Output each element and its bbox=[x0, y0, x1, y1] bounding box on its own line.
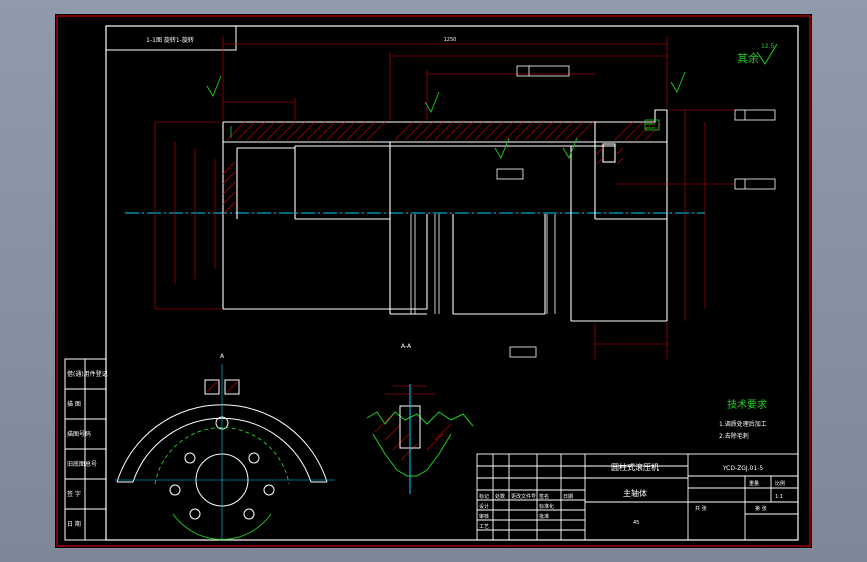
title-cell: 处数 bbox=[495, 493, 505, 500]
remaining-label: 其余 bbox=[737, 51, 759, 65]
title-cell: 标准化 bbox=[539, 503, 554, 510]
title-cell: 设计 bbox=[479, 503, 489, 510]
material: 45 bbox=[633, 520, 639, 526]
tech-req-item: 1.调质处理后加工 bbox=[719, 420, 767, 428]
title-cell: 更改文件号 bbox=[511, 493, 536, 500]
sheet-label-2: 第 张 bbox=[755, 505, 767, 512]
weight-label: 重量 bbox=[749, 480, 759, 487]
side-cell: 日 期 bbox=[67, 520, 81, 528]
title-block bbox=[476, 453, 799, 541]
section-aa: A-A bbox=[366, 343, 474, 494]
overall-dimension: 1250 bbox=[444, 37, 457, 43]
frame-label: 1-1图 旋转1-旋转 bbox=[146, 36, 194, 44]
view-label: A bbox=[220, 353, 225, 360]
side-cell: 描图号码 bbox=[67, 430, 91, 438]
side-cell: 借(通)用件登记 bbox=[67, 370, 108, 378]
title-cell: 标记 bbox=[479, 493, 489, 500]
tech-req-title: 技术要求 bbox=[727, 398, 767, 411]
section-hatch bbox=[222, 121, 662, 215]
roughness-remaining-value: 12.5 bbox=[761, 43, 775, 50]
section-label: A-A bbox=[401, 343, 412, 350]
frame-label-box bbox=[105, 25, 237, 51]
inner-frame bbox=[105, 25, 799, 541]
scale-value: 1:1 bbox=[775, 494, 783, 500]
part-name: 主轴体 bbox=[623, 488, 647, 498]
drawing-title: 圆柱式滚压机 bbox=[611, 462, 659, 472]
outer-frame bbox=[56, 15, 811, 547]
dimension-lines bbox=[154, 36, 735, 359]
title-cell: 工艺 bbox=[479, 524, 489, 530]
title-cell: 审核 bbox=[479, 513, 489, 520]
side-table-texts: 借(通)用件登记 描 图 描图号码 旧底图总号 签 字 日 期 bbox=[67, 370, 108, 528]
side-cell: 旧底图总号 bbox=[67, 460, 97, 468]
title-cell: 签名 bbox=[539, 493, 549, 500]
drawing-number: YCD-ZGJ.01-5 bbox=[722, 465, 764, 472]
title-cell: 日期 bbox=[563, 494, 573, 500]
side-cell: 描 图 bbox=[67, 400, 81, 408]
scale-label: 比例 bbox=[775, 480, 785, 487]
main-view: 1250 bbox=[125, 36, 776, 359]
drawing-canvas: 1-1图 旋转1-旋转 借(通)用件登记 描 图 描图号码 旧底图总号 签 字 … bbox=[55, 14, 812, 548]
title-cell: 批准 bbox=[539, 513, 549, 520]
engineering-drawing: 1-1图 旋转1-旋转 借(通)用件登记 描 图 描图号码 旧底图总号 签 字 … bbox=[56, 15, 811, 547]
roughness-remaining-symbol bbox=[756, 43, 778, 65]
tech-req-item: 2.去除毛刺 bbox=[719, 432, 749, 440]
side-cell: 签 字 bbox=[67, 490, 81, 498]
side-table bbox=[64, 358, 107, 541]
sheet-label: 共 张 bbox=[695, 505, 707, 512]
